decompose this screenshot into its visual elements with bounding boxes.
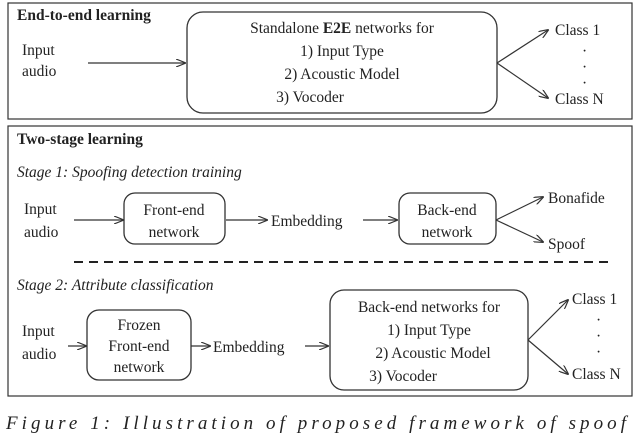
stage1-backend-box xyxy=(398,192,497,245)
e2e-out-dot-1: · xyxy=(582,43,587,60)
stage2-frozen-line3: network xyxy=(114,359,165,376)
stage1-embedding-label: Embedding xyxy=(271,213,343,230)
stage1-out-bonafide: Bonafide xyxy=(548,190,605,207)
two-stage-title: Two-stage learning xyxy=(17,131,143,148)
stage2-backend-line3: 2) Acoustic Model xyxy=(375,345,490,362)
e2e-out-class-n: Class N xyxy=(555,91,604,108)
e2e-title: End-to-end learning xyxy=(17,7,151,24)
stage2-frozen-line2: Front-end xyxy=(108,338,169,355)
stage2-label: Stage 2: Attribute classification xyxy=(17,277,214,294)
stage2-out-class-n: Class N xyxy=(572,366,621,383)
stage2-backend-line2: 1) Input Type xyxy=(387,322,471,339)
e2e-panel xyxy=(7,2,633,120)
stage2-out-arrow-bottom xyxy=(527,339,568,374)
stage2-backend-line4: 3) Vocoder xyxy=(369,368,438,385)
e2e-input-label-line2: audio xyxy=(22,63,57,80)
stage1-out-spoof: Spoof xyxy=(548,236,586,253)
e2e-box-line4: 3) Vocoder xyxy=(276,89,345,106)
stage2-backend-line1: Back-end networks for xyxy=(358,299,501,316)
stage2-out-dot-1: · xyxy=(596,312,601,329)
stage1-label: Stage 1: Spoofing detection training xyxy=(17,164,242,181)
e2e-out-dot-3: · xyxy=(582,75,587,92)
e2e-box-line1: Standalone E2E networks for xyxy=(250,20,435,37)
stage2-out-dot-2: · xyxy=(596,328,601,345)
stage2-input-label-line2: audio xyxy=(22,346,57,363)
e2e-box-line3: 2) Acoustic Model xyxy=(284,66,399,83)
e2e-out-arrow-top xyxy=(496,30,548,64)
stage1-backend-line2: network xyxy=(422,224,473,241)
stage1-input-label-line2: audio xyxy=(24,224,59,241)
stage1-input-label-line1: Input xyxy=(24,201,57,218)
stage2-embedding-label: Embedding xyxy=(213,339,285,356)
stage2-frozen-frontend-box xyxy=(86,309,192,381)
figure-caption: Figure 1: Illustration of proposed frame… xyxy=(5,413,629,434)
stage1-frontend-line2: network xyxy=(149,224,200,241)
stage1-frontend-box xyxy=(123,192,226,245)
e2e-input-label-line1: Input xyxy=(22,42,55,59)
e2e-out-dot-2: · xyxy=(582,59,587,76)
e2e-out-class-1: Class 1 xyxy=(555,22,600,39)
stage1-out-arrow-top xyxy=(495,197,543,221)
stage2-input-label-line1: Input xyxy=(22,323,55,340)
stage1-frontend-line1: Front-end xyxy=(143,202,204,219)
stage1-out-arrow-bottom xyxy=(495,219,543,242)
two-stage-panel xyxy=(7,125,633,397)
stage2-out-arrow-top xyxy=(527,300,568,341)
e2e-out-arrow-bottom xyxy=(496,62,548,98)
stage2-frozen-line1: Frozen xyxy=(117,317,160,334)
e2e-box-line2: 1) Input Type xyxy=(300,43,384,60)
stage1-backend-line1: Back-end xyxy=(417,202,477,219)
stage2-out-dot-3: · xyxy=(596,344,601,361)
stage2-out-class-1: Class 1 xyxy=(572,291,617,308)
